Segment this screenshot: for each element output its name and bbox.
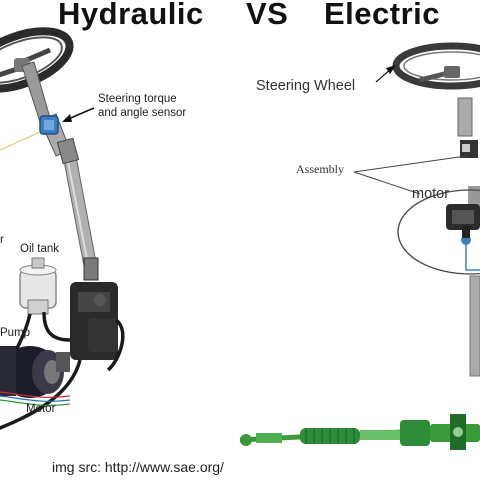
electric-steering-rack xyxy=(239,414,480,450)
torque-angle-sensor xyxy=(39,115,59,135)
sensor-wire xyxy=(0,131,41,151)
label-sensor-line1: Steering torque xyxy=(98,93,177,105)
motor-wires xyxy=(0,391,71,406)
hydraulic-steering-column xyxy=(21,61,99,281)
sensor-pointer-arrow xyxy=(62,107,95,122)
label-oil-tank: Oil tank xyxy=(20,243,59,255)
label-assembly: Assembly xyxy=(296,162,344,176)
assembly-outline xyxy=(397,189,480,275)
oil-tank xyxy=(19,257,57,315)
electric-steering-wheel xyxy=(392,42,480,90)
steering-wheel-pointer xyxy=(375,65,396,83)
label-electric-motor: motor xyxy=(412,186,450,202)
rack-boot xyxy=(305,428,355,444)
label-motor: Motor xyxy=(26,403,56,415)
image-source-credit: img src: http://www.sae.org/ xyxy=(52,459,224,475)
label-sensor-line2: and angle sensor xyxy=(98,107,187,119)
hydraulic-pump-motor xyxy=(0,346,70,398)
label-steering-wheel: Steering Wheel xyxy=(256,78,356,94)
title-hydraulic: Hydraulic xyxy=(58,0,204,31)
electric-motor xyxy=(446,204,480,245)
electric-lower-shaft xyxy=(469,275,480,377)
title-vs: VS xyxy=(246,0,289,31)
label-partial: r xyxy=(0,234,4,246)
label-pump: Pump xyxy=(0,327,31,339)
title-electric: Electric xyxy=(324,0,441,31)
electric-wires xyxy=(465,244,480,271)
hydraulic-system xyxy=(0,27,125,430)
assembly-pointers xyxy=(353,155,467,195)
hydraulic-steering-gear xyxy=(70,282,118,360)
electric-system xyxy=(239,42,480,450)
